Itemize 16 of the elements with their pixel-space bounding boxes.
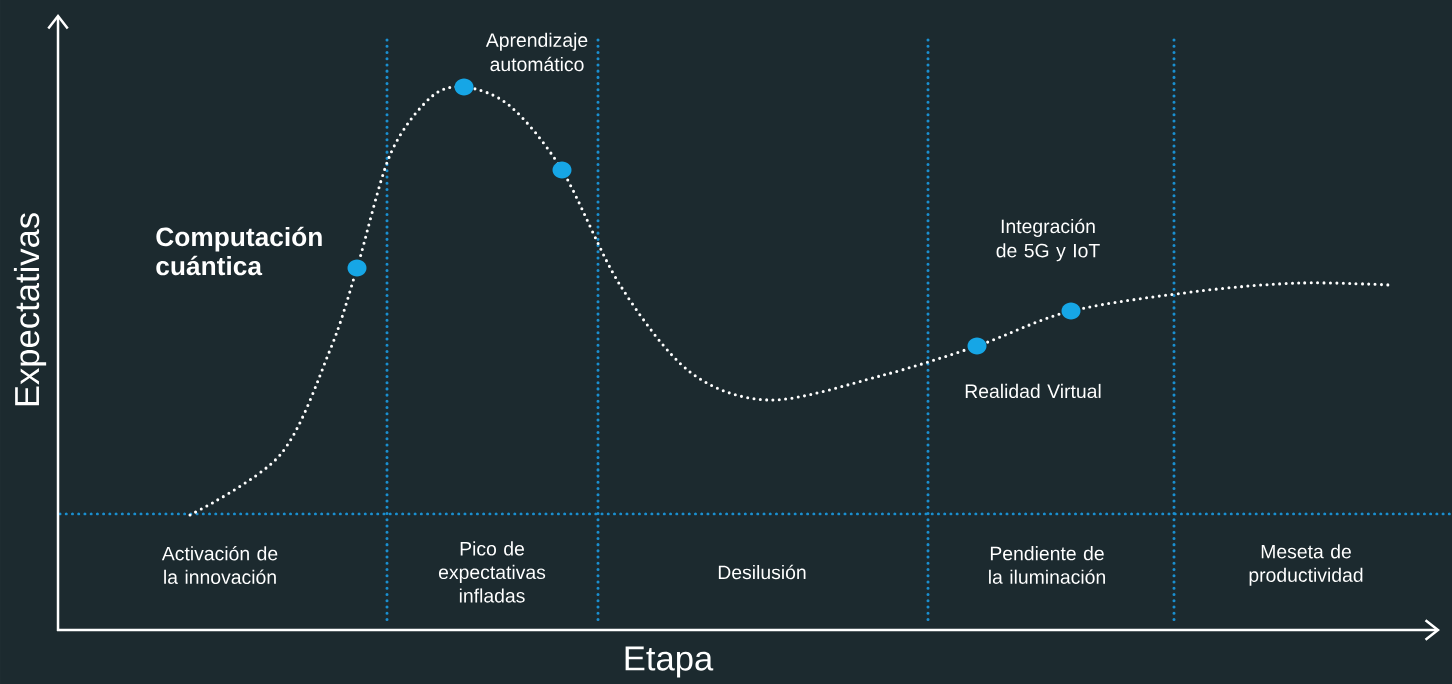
data-point	[1061, 302, 1081, 320]
data-point	[967, 337, 987, 355]
data-point	[454, 78, 474, 96]
point-label: Aprendizaje automático	[485, 32, 588, 72]
stage-label: Activación de la innovación	[161, 546, 278, 584]
axis-title: Etapa	[625, 646, 714, 678]
point-label: Integración de 5G y IoT	[996, 218, 1100, 262]
stage-label: Desilusión	[718, 564, 806, 580]
data-point	[347, 259, 367, 277]
stage-label: Meseta de productividad	[1249, 544, 1363, 586]
point-label: Realidad Virtual	[965, 383, 1101, 399]
data-point	[552, 161, 572, 179]
point-label: Computación cuántica	[156, 226, 322, 276]
stage-label: Pico de expectativas infladas	[438, 541, 546, 603]
stage-label: Pendiente de la iluminación	[989, 546, 1105, 584]
axis-title: Expectativas	[13, 213, 47, 406]
